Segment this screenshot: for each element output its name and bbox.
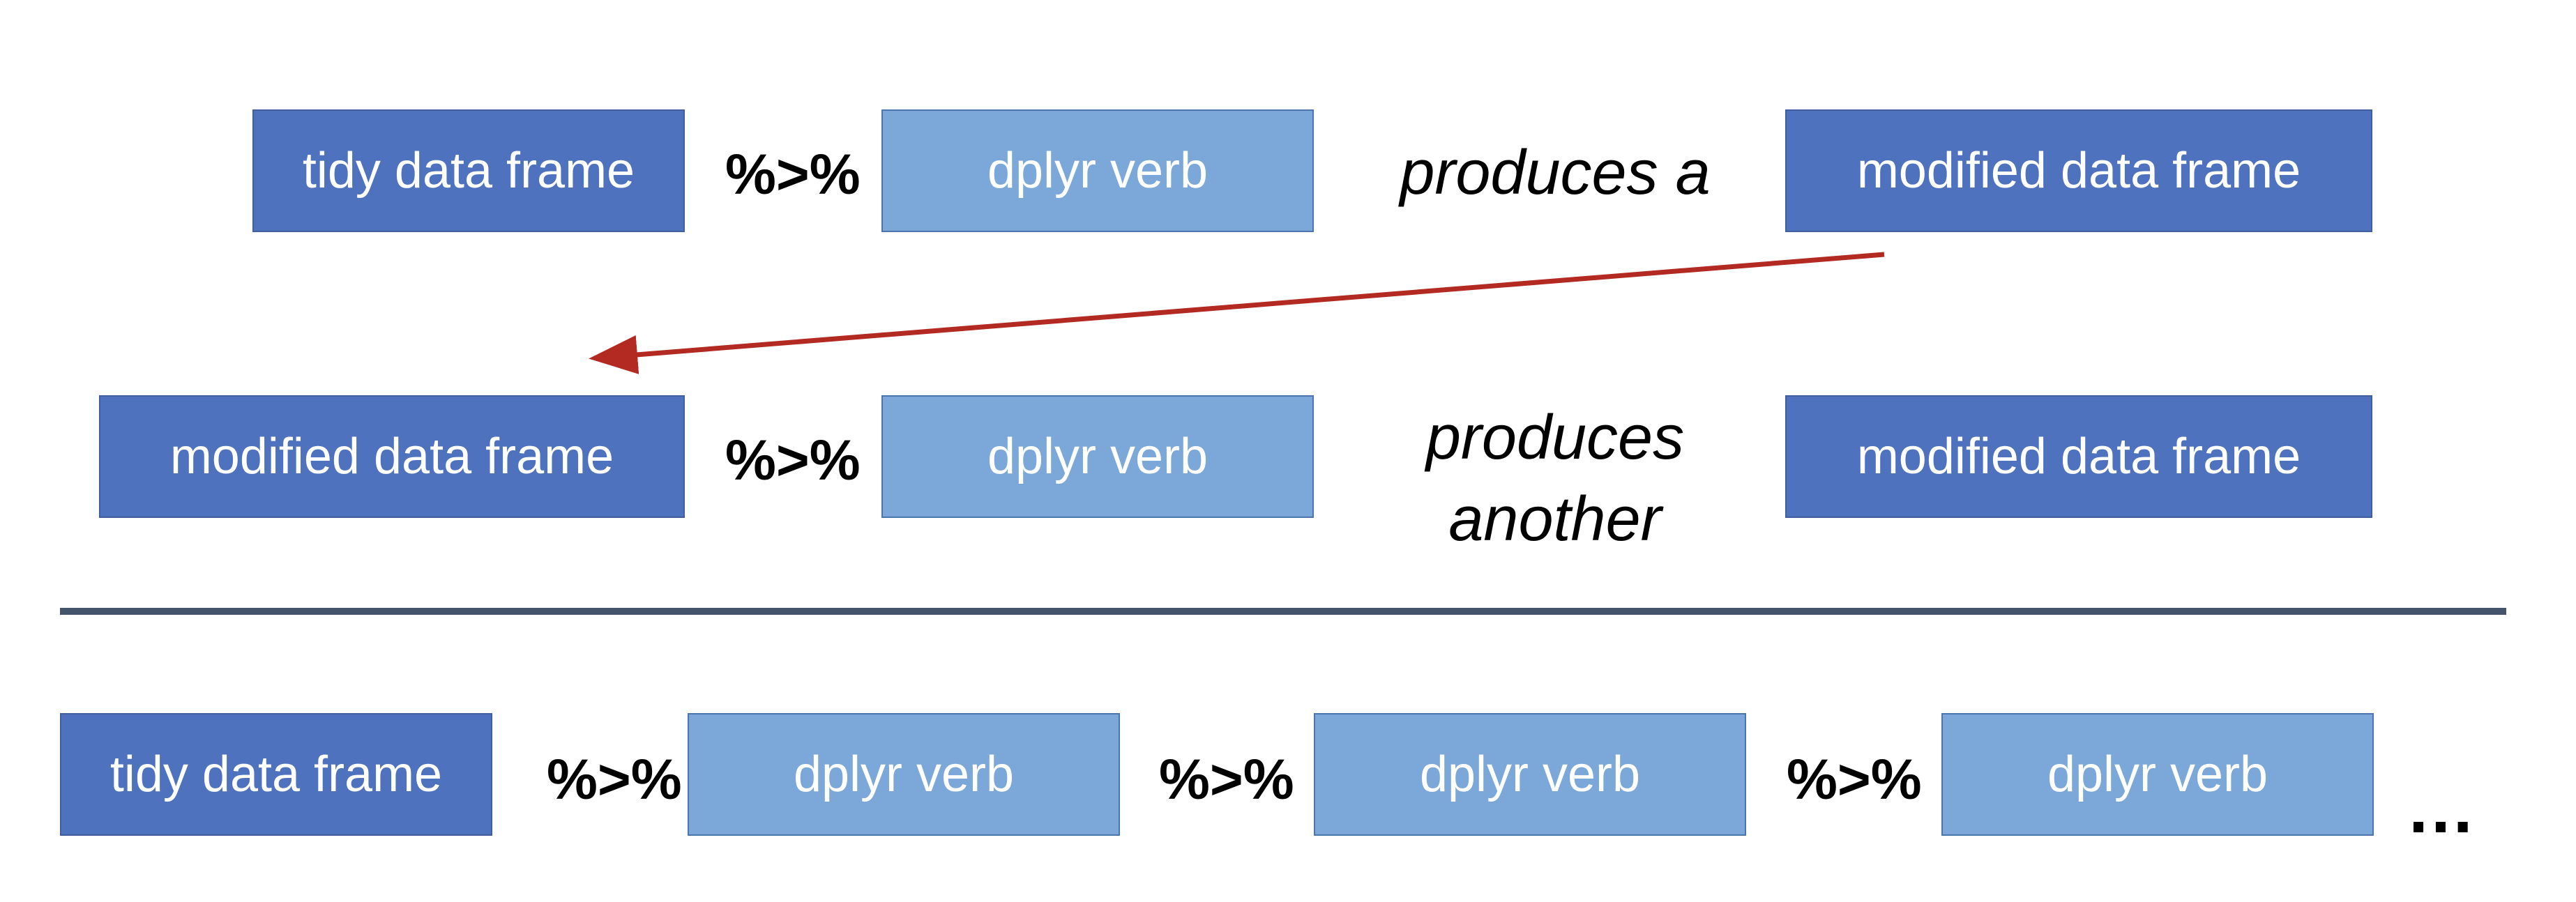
row3-ellipsis: … — [2406, 770, 2476, 848]
row2-phrase-line1: produces — [1425, 403, 1685, 473]
row3-pipe-operator-2: %>% — [1159, 748, 1294, 811]
row2-phrase-line2: another — [1448, 484, 1662, 554]
row3-tidy-data-frame-box: tidy data frame — [60, 713, 492, 836]
row2-modified-data-frame-label: modified data frame — [169, 429, 614, 484]
row3-pipe-operator-3: %>% — [1787, 748, 1922, 811]
row1-produces-phrase: produces a — [1400, 138, 1711, 208]
row3-tidy-data-frame-label: tidy data frame — [109, 747, 443, 802]
row3-pipe-operator-1: %>% — [547, 748, 682, 811]
row2-dplyr-verb-label: dplyr verb — [987, 429, 1209, 484]
row3-dplyr-verb-box-1: dplyr verb — [688, 713, 1120, 836]
row2-pipe-operator: %>% — [725, 429, 861, 492]
row3-dplyr-verb-box-3: dplyr verb — [1941, 713, 2374, 836]
row2-modified-data-frame-box: modified data frame — [99, 395, 685, 518]
row1-dplyr-verb-box: dplyr verb — [881, 109, 1314, 232]
row1-tidy-data-frame-box: tidy data frame — [252, 109, 685, 232]
row2-produces-another-phrase: produces another — [1388, 397, 1722, 560]
row1-pipe-operator: %>% — [725, 143, 861, 206]
row2-modified-data-frame-result-label: modified data frame — [1856, 429, 2301, 484]
row2-dplyr-verb-box: dplyr verb — [881, 395, 1314, 518]
row1-modified-data-frame-label: modified data frame — [1856, 143, 2301, 199]
row1-tidy-data-frame-label: tidy data frame — [302, 143, 635, 199]
row3-dplyr-verb-label-1: dplyr verb — [793, 747, 1015, 802]
row3-dplyr-verb-box-2: dplyr verb — [1314, 713, 1746, 836]
row2-modified-data-frame-result-box: modified data frame — [1785, 395, 2372, 518]
feedback-arrow-line — [589, 252, 1885, 374]
row1-dplyr-verb-label: dplyr verb — [987, 143, 1209, 199]
row3-dplyr-verb-label-3: dplyr verb — [2047, 747, 2268, 802]
row3-dplyr-verb-label-2: dplyr verb — [1419, 747, 1641, 802]
section-divider — [60, 608, 2506, 615]
row1-modified-data-frame-box: modified data frame — [1785, 109, 2372, 232]
